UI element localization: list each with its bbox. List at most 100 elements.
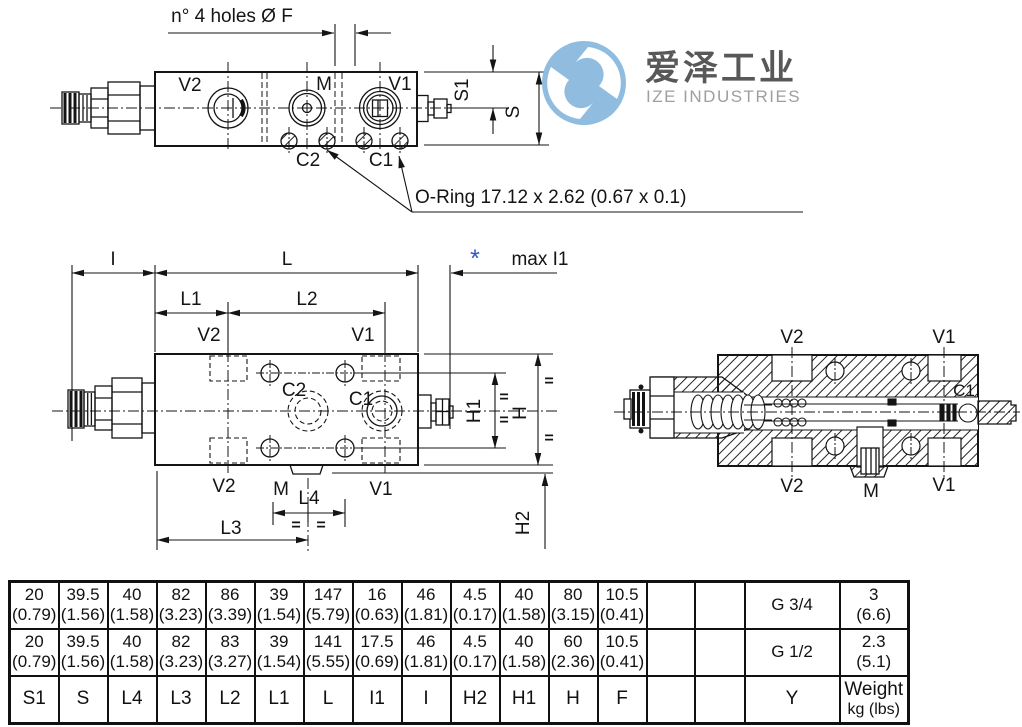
m-plug <box>860 447 880 475</box>
value-cell: 2.3(5.1) <box>838 627 910 677</box>
logo-mark-blade <box>547 67 593 119</box>
value-cell: 60(2.36) <box>547 627 599 677</box>
side-dimensions <box>71 265 557 553</box>
star-note: * <box>470 245 480 273</box>
equal-mark: = <box>499 389 508 406</box>
label-v1-topview: V1 <box>388 74 411 95</box>
section-view: V2 V1 V2 M V1 C1 <box>614 327 1020 502</box>
label-v2-side-top: V2 <box>197 325 220 346</box>
header-cell: S1 <box>8 674 60 725</box>
oring-leader <box>326 149 803 213</box>
m-port-boss <box>289 464 324 475</box>
test-port-fitting-side <box>417 394 454 429</box>
logo-english-name: IZE INDUSTRIES <box>646 87 801 106</box>
dim-h-label: H <box>510 406 531 420</box>
header-cell: H <box>547 674 599 725</box>
dim-l1-label: L1 <box>180 289 201 310</box>
dim-i-label: I <box>110 249 115 270</box>
value-cell: 82(3.23) <box>155 580 207 630</box>
dim-h1-label: H1 <box>464 399 485 423</box>
port-v1-top <box>358 86 402 130</box>
oring-label: O-Ring 17.12 x 2.62 (0.67 x 0.1) <box>415 187 686 208</box>
header-cell: L2 <box>204 674 256 725</box>
label-v2-side-bottom: V2 <box>212 476 235 497</box>
label-v1-section-bottom: V1 <box>932 475 955 496</box>
dim-l3-label: L3 <box>220 518 241 539</box>
table-row: 20(0.79)39.5(1.56) 40(1.58) 82(3.23)86(3.3… <box>8 580 910 630</box>
value-cell: 39.5(1.56) <box>57 580 109 630</box>
label-v2-section-top: V2 <box>780 327 803 348</box>
header-cell: S <box>57 674 109 725</box>
value-cell: 86(3.39) <box>204 580 256 630</box>
value-cell: 147(5.79) <box>302 580 354 630</box>
cavity-c1 <box>361 390 403 432</box>
label-m-side-bottom: M <box>273 479 289 500</box>
dim-h2-label: H2 <box>513 511 534 535</box>
value-cell: 39(1.54) <box>253 627 305 677</box>
equal-mark: = <box>499 412 508 429</box>
cartridge-end-side <box>67 377 156 439</box>
value-cell: 40(1.58) <box>106 627 158 677</box>
value-cell: 4.5(0.17) <box>449 580 501 630</box>
adjuster <box>623 376 675 439</box>
label-m-section-bottom: M <box>863 481 879 502</box>
equal-mark: = <box>316 517 325 534</box>
top-view: n° 4 holes Ø F V2 M V1 C2 C1 S1 S O-Ring… <box>50 6 803 213</box>
value-cell: G 3/4 <box>743 580 841 630</box>
header-cell: Y <box>743 674 841 725</box>
header-cell: H2 <box>449 674 501 725</box>
technical-drawing: n° 4 holes Ø F V2 M V1 C2 C1 S1 S O-Ring… <box>50 6 1020 553</box>
label-c1-side: C1 <box>349 389 373 410</box>
label-m-topview: M <box>316 74 332 95</box>
value-cell <box>645 580 696 630</box>
header-cell <box>693 674 746 725</box>
value-cell: 40(1.58) <box>498 580 550 630</box>
dim-l2-label: L2 <box>296 289 317 310</box>
header-cell: H1 <box>498 674 550 725</box>
spool <box>748 398 978 427</box>
value-cell: 141(5.55) <box>302 627 354 677</box>
label-c2-topview: C2 <box>296 150 320 171</box>
label-c2-side: C2 <box>282 380 306 401</box>
dim-l4-label: L4 <box>298 488 320 509</box>
logo-mark-blade <box>575 47 621 99</box>
header-cell: F <box>596 674 648 725</box>
value-cell: 20(0.79) <box>8 627 60 677</box>
header-cell: L4 <box>106 674 158 725</box>
value-cell <box>645 627 696 677</box>
header-cell: I <box>400 674 452 725</box>
value-cell: 39.5(1.56) <box>57 627 109 677</box>
logo-chinese-name: 爱泽工业 <box>645 49 797 88</box>
port-v2-top <box>207 87 249 129</box>
header-cell: L3 <box>155 674 207 725</box>
header-cell: I1 <box>351 674 403 725</box>
value-cell: 16(0.63) <box>351 580 403 630</box>
dim-l-label: L <box>282 249 293 270</box>
holes-label: n° 4 holes Ø F <box>171 6 293 27</box>
label-v2-topview: V2 <box>178 75 201 96</box>
value-cell: 10.5(0.41) <box>596 580 648 630</box>
value-cell <box>693 627 746 677</box>
value-cell: 80(3.15) <box>547 580 599 630</box>
value-cell: 17.5(0.69) <box>351 627 403 677</box>
label-v1-side-top: V1 <box>351 325 374 346</box>
cavity-c2 <box>287 390 329 432</box>
side-view: I L max I1 * L1 L2 V2 V1 C2 C1 V2 M V1 L… <box>52 245 569 553</box>
value-cell: 40(1.58) <box>498 627 550 677</box>
value-cell: 4.5(0.17) <box>449 627 501 677</box>
value-cell: 20(0.79) <box>8 580 60 630</box>
value-cell: G 1/2 <box>743 627 841 677</box>
dimension-table-wrap: 20(0.79)39.5(1.56)40(1.58)82(3.23)86(3.3… <box>8 580 910 725</box>
equal-mark: = <box>544 430 553 447</box>
value-cell: 83(3.27) <box>204 627 256 677</box>
dim-max-i1-label: max I1 <box>511 249 568 270</box>
equal-mark: = <box>544 373 553 390</box>
header-cell: L <box>302 674 354 725</box>
dim-s-label: S <box>503 106 524 119</box>
value-cell: 46(1.81) <box>400 627 452 677</box>
s-dimensions <box>424 45 549 146</box>
value-cell: 39(1.54) <box>253 580 305 630</box>
